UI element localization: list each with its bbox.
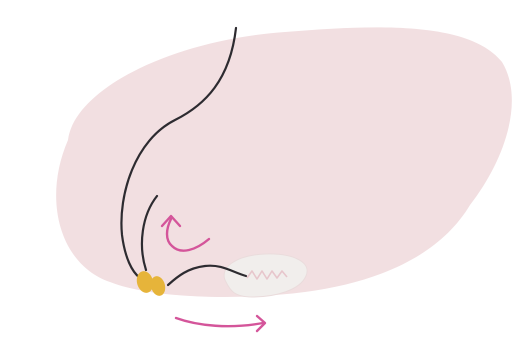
curved-forward-arrow-icon — [176, 316, 265, 331]
